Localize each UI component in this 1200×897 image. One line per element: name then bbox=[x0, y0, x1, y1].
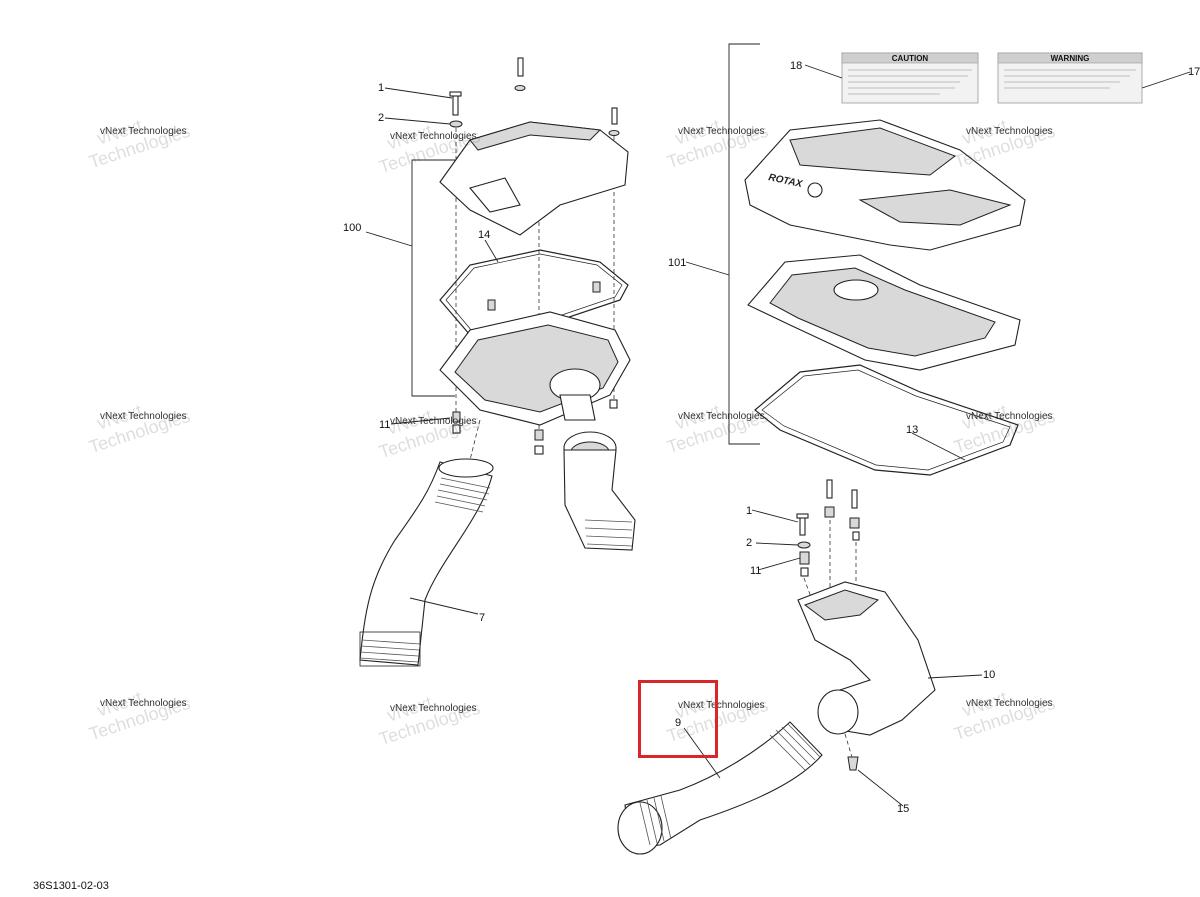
washer-2-left bbox=[449, 120, 463, 128]
callout-1-right: 1 bbox=[746, 505, 752, 517]
rotax-cover: ROTAX bbox=[744, 119, 1026, 251]
screw-1-left bbox=[449, 91, 462, 116]
callout-7: 7 bbox=[479, 612, 485, 624]
cover-plate bbox=[439, 121, 629, 236]
gasket-13 bbox=[754, 364, 1019, 476]
callout-100: 100 bbox=[343, 222, 361, 234]
wm-bm-c: vNext Technologies bbox=[678, 700, 765, 711]
callout-2-left: 2 bbox=[378, 112, 384, 124]
callout-2-right: 2 bbox=[746, 537, 752, 549]
callout-18: 18 bbox=[790, 60, 802, 72]
base-frame bbox=[747, 254, 1021, 371]
highlight-box-part-9 bbox=[638, 680, 718, 758]
caution-label-18: CAUTION bbox=[841, 52, 979, 104]
callout-101: 101 bbox=[668, 257, 686, 269]
right-assembly: CAUTION WARNING ROTAX bbox=[685, 43, 1191, 476]
wm-tl-c: vNext Technologies bbox=[100, 126, 187, 137]
diagram-reference: 36S1301-02-03 bbox=[33, 880, 109, 892]
hose-9 bbox=[617, 721, 823, 855]
wm-mr-c: vNext Technologies bbox=[966, 411, 1053, 422]
callout-14: 14 bbox=[478, 229, 490, 241]
callout-9: 9 bbox=[675, 717, 681, 729]
wm-mm-c: vNext Technologies bbox=[678, 411, 765, 422]
wm-tc-c: vNext Technologies bbox=[390, 131, 477, 142]
hose-7 bbox=[359, 458, 494, 667]
airbox-base bbox=[439, 311, 631, 426]
wm-mc-c: vNext Technologies bbox=[390, 416, 477, 427]
elbow-assembly bbox=[617, 479, 936, 855]
wm-ml-c: vNext Technologies bbox=[100, 411, 187, 422]
callout-17: 17 bbox=[1188, 66, 1200, 78]
callout-numbers: 1 2 100 14 11 7 18 17 101 13 1 2 11 10 9… bbox=[343, 60, 1200, 815]
callout-13: 13 bbox=[906, 424, 918, 436]
callout-1-left: 1 bbox=[378, 82, 384, 94]
callout-11-right: 11 bbox=[750, 565, 761, 577]
wm-br-c: vNext Technologies bbox=[966, 698, 1053, 709]
caution-title: CAUTION bbox=[892, 54, 929, 63]
wm-tr-c: vNext Technologies bbox=[966, 126, 1053, 137]
callout-10: 10 bbox=[983, 669, 995, 681]
warning-label-17: WARNING bbox=[997, 52, 1143, 104]
wm-tm-c: vNext Technologies bbox=[678, 126, 765, 137]
callout-leaders bbox=[384, 87, 983, 807]
warning-title: WARNING bbox=[1051, 54, 1090, 63]
intake-hose-center bbox=[563, 431, 636, 551]
left-assembly bbox=[359, 57, 636, 667]
callout-11-left: 11 bbox=[379, 419, 390, 431]
callout-15: 15 bbox=[897, 803, 909, 815]
wm-bc-c: vNext Technologies bbox=[390, 703, 477, 714]
wm-bl-c: vNext Technologies bbox=[100, 698, 187, 709]
